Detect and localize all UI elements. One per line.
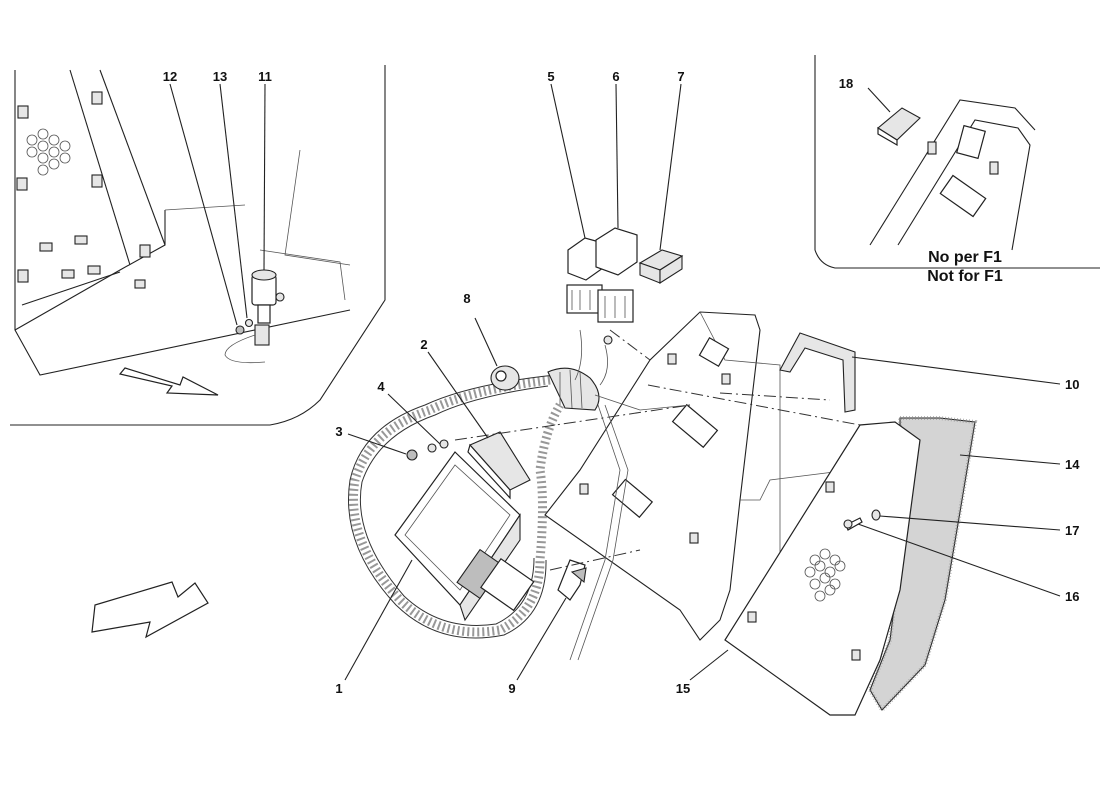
callout-13: 13 — [213, 69, 227, 84]
callout-15: 15 — [676, 681, 690, 696]
panel-clips — [16, 91, 151, 289]
inset-top-left — [10, 65, 386, 426]
callout-10: 10 — [1065, 377, 1079, 392]
leader-lines — [169, 83, 1061, 681]
washer-17 — [871, 509, 881, 521]
callout-2: 2 — [420, 337, 427, 352]
callout-3: 3 — [335, 424, 342, 439]
callout-7: 7 — [677, 69, 684, 84]
callout-5: 5 — [547, 69, 554, 84]
callout-12: 12 — [163, 69, 177, 84]
callout-9: 9 — [508, 681, 515, 696]
direction-arrow-inset — [118, 367, 219, 396]
side-panel-outline — [544, 311, 851, 641]
inset-top-right — [814, 55, 1100, 269]
u-bracket-10 — [779, 332, 856, 413]
relay-18 — [877, 107, 921, 147]
nut-12 — [235, 325, 245, 335]
screw-16 — [843, 517, 863, 531]
cover-panel-15 — [724, 421, 921, 716]
callout-11: 11 — [258, 69, 272, 84]
ecu-unit — [394, 451, 535, 622]
callout-14: 14 — [1065, 457, 1080, 472]
washer-4-b — [439, 439, 449, 449]
nut-3 — [406, 449, 418, 461]
callout-18: 18 — [839, 76, 853, 91]
callout-8: 8 — [463, 291, 470, 306]
wiring-harness — [348, 329, 691, 661]
ecu-bracket — [467, 431, 531, 500]
note-italian: No per F1 — [928, 249, 1002, 266]
assembly-lines — [454, 329, 861, 571]
callout-6: 6 — [612, 69, 619, 84]
washer-13 — [244, 318, 254, 328]
relay-cluster — [566, 227, 684, 345]
harness-clip-9 — [557, 559, 587, 601]
direction-arrow-main — [91, 581, 209, 639]
callout-1: 1 — [335, 681, 342, 696]
honeycomb-vent — [26, 128, 71, 176]
note-english: Not for F1 — [927, 268, 1003, 285]
callout-17: 17 — [1065, 523, 1079, 538]
inertia-switch — [224, 269, 285, 364]
callout-4: 4 — [377, 379, 385, 394]
callout-16: 16 — [1065, 589, 1079, 604]
grommet-8 — [490, 365, 520, 391]
callout-labels: 12 13 11 5 6 7 18 8 2 4 3 1 9 15 10 14 1… — [163, 69, 1080, 696]
washer-4-a — [427, 443, 437, 453]
cover-honeycomb — [804, 548, 846, 602]
